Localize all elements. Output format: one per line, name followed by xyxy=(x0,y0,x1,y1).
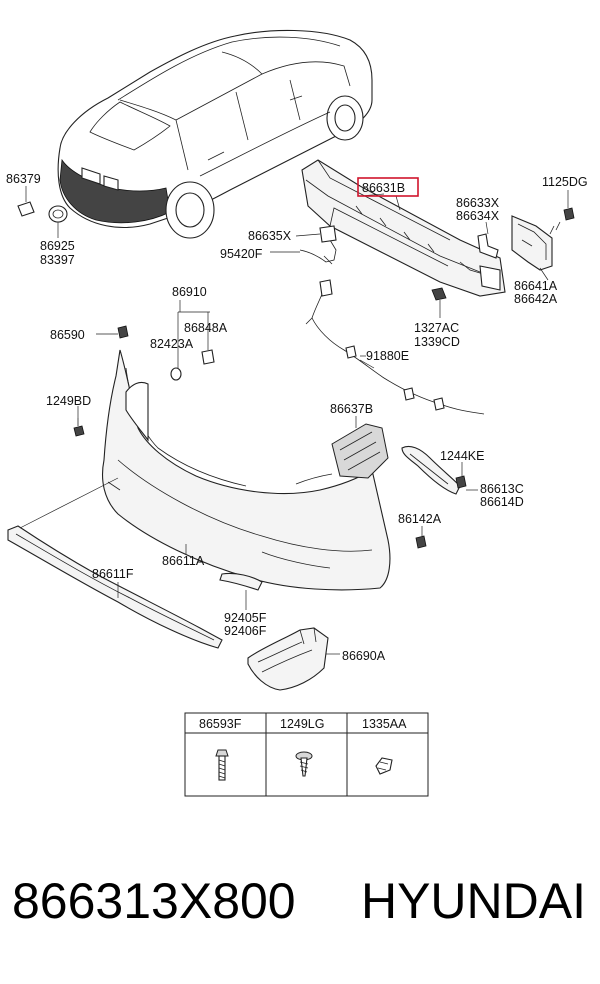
part-86142a-screw xyxy=(415,526,427,549)
label-86641a: 86641A xyxy=(514,279,558,293)
table-header-1249lg: 1249LG xyxy=(280,717,324,731)
table-header-86593f: 86593F xyxy=(199,717,242,731)
bolt-86593f-icon xyxy=(215,749,229,781)
highlight-box-86631b xyxy=(357,177,419,197)
part-86848a-clip xyxy=(201,349,215,365)
label-86379: 86379 xyxy=(6,172,41,186)
label-82423a: 82423A xyxy=(150,337,194,351)
label-1327ac: 1327AC xyxy=(414,321,459,335)
label-86590: 86590 xyxy=(50,328,85,342)
part-92405f-reflector xyxy=(219,572,263,610)
part-1249bd-screw xyxy=(73,406,85,437)
table-header-1335aa: 1335AA xyxy=(362,717,407,731)
footer: 866313X800 HYUNDAI xyxy=(0,872,600,952)
label-86690a: 86690A xyxy=(342,649,386,663)
part-86690a-diffuser xyxy=(247,627,340,691)
fastener-table: 86593F 1249LG 1335AA xyxy=(184,712,429,797)
label-86848a: 86848A xyxy=(184,321,228,335)
part-86925-cap xyxy=(48,205,68,238)
label-91880e: 91880E xyxy=(366,349,409,363)
label-86637b: 86637B xyxy=(330,402,373,416)
part-86613c-reflector xyxy=(401,445,478,495)
part-86590-bolt xyxy=(96,325,129,339)
label-86142a: 86142A xyxy=(398,512,442,526)
leaders-86910 xyxy=(177,300,210,370)
screw-1249lg-icon xyxy=(295,751,313,777)
part-86633x-bracket xyxy=(477,221,499,259)
part-91880e-harness xyxy=(305,279,485,415)
part-86637b-bracket xyxy=(331,416,389,479)
part-1327ac-nut xyxy=(431,287,447,318)
label-95420f: 95420F xyxy=(220,247,263,261)
part-86611a-bumper-cover xyxy=(101,349,391,591)
part-82423a-clip xyxy=(170,367,182,381)
footer-brand: HYUNDAI xyxy=(360,873,586,929)
label-1244ke: 1244KE xyxy=(440,449,484,463)
label-1339cd: 1339CD xyxy=(414,335,460,349)
label-86614d: 86614D xyxy=(480,495,524,509)
label-1125dg: 1125DG xyxy=(542,175,588,189)
part-86611f-skirt xyxy=(7,477,223,649)
part-86641a-bracket xyxy=(511,215,553,281)
label-86642a: 86642A xyxy=(514,292,558,306)
part-86379-clip xyxy=(17,186,35,217)
part-86635x-wire xyxy=(270,225,337,265)
car-illustration xyxy=(57,29,373,239)
label-92405f: 92405F xyxy=(224,611,267,625)
clip-1335aa-icon xyxy=(375,757,393,775)
footer-part-number: 866313X800 xyxy=(12,873,296,929)
label-86634x: 86634X xyxy=(456,209,500,223)
label-1249bd: 1249BD xyxy=(46,394,91,408)
part-1125dg-bolt xyxy=(549,190,575,235)
label-86910: 86910 xyxy=(172,285,207,299)
label-86925: 86925 xyxy=(40,239,75,253)
label-83397: 83397 xyxy=(40,253,75,267)
label-86611a: 86611A xyxy=(162,554,205,568)
label-86631b: 86631B xyxy=(362,181,405,195)
label-92406f: 92406F xyxy=(224,624,267,638)
label-86635x: 86635X xyxy=(248,229,292,243)
label-86633x: 86633X xyxy=(456,196,500,210)
label-86611f: 86611F xyxy=(92,567,134,581)
label-86613c: 86613C xyxy=(480,482,524,496)
part-86631b-beam xyxy=(301,159,506,297)
